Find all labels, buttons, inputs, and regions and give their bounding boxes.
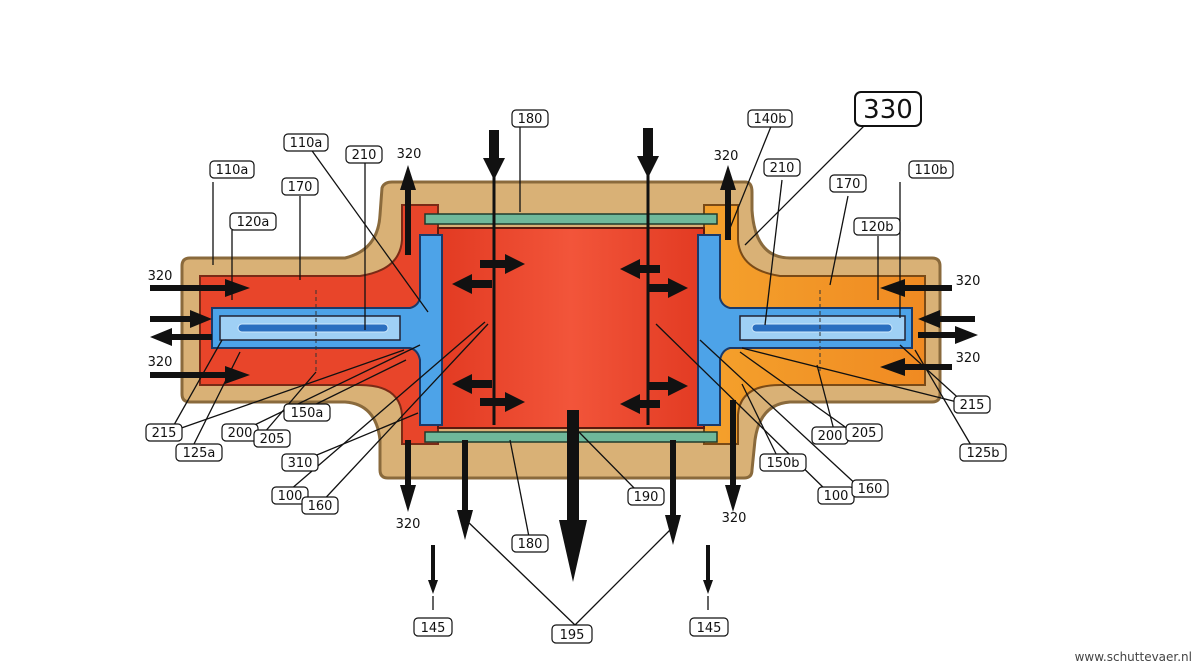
arrow-145-left [428, 545, 438, 594]
label-310: 310 [288, 456, 313, 471]
label-195: 195 [560, 628, 585, 643]
label-320-left2: 320 [148, 355, 173, 370]
inner-arrow-8 [620, 394, 660, 414]
left-inlet-arrow-bottom [150, 366, 250, 384]
leader-lines [169, 119, 976, 626]
label-210-left: 210 [352, 148, 377, 163]
label-170-left: 170 [288, 180, 313, 195]
label-180-bottom: 180 [518, 537, 543, 552]
right-inlet-arrow-bottom [880, 358, 952, 376]
outlet-arrow-320-right [725, 400, 741, 512]
right-tube-core [751, 323, 893, 333]
label-160-left: 160 [308, 499, 333, 514]
left-inlet-arrow-top [150, 279, 250, 297]
label-320-topright: 320 [714, 149, 739, 164]
label-320-topleft: 320 [397, 147, 422, 162]
inner-arrow-7 [648, 376, 688, 396]
label-215-left: 215 [152, 426, 177, 441]
up-arrow-320-right [720, 165, 736, 240]
outlet-arrow-center [559, 410, 587, 582]
inlet-arrow-right [637, 128, 659, 178]
label-100-left: 100 [278, 489, 303, 504]
left-inlet-arrow-mid [150, 310, 212, 328]
label-125a: 125a [183, 446, 216, 461]
label-125b: 125b [966, 446, 999, 461]
label-320-botleft: 320 [396, 517, 421, 532]
label-320-right2: 320 [956, 351, 981, 366]
label-210-right: 210 [770, 161, 795, 176]
up-arrow-320-left [400, 165, 416, 255]
inner-arrow-6 [648, 278, 688, 298]
top-plate [424, 213, 718, 225]
right-outlet-arrow-mid [918, 326, 978, 344]
outlet-arrow-320-left [400, 440, 416, 512]
right-inlet-arrow-mid [918, 310, 975, 328]
label-150b: 150b [766, 456, 799, 471]
label-110a-top: 110a [290, 136, 323, 151]
label-120b: 120b [860, 220, 893, 235]
label-145-right: 145 [697, 621, 722, 636]
callout-330-box [854, 91, 922, 127]
label-320-botright: 320 [722, 511, 747, 526]
inlet-arrow-left [483, 130, 505, 180]
inner-arrow-4 [480, 392, 525, 412]
label-140b: 140b [753, 112, 786, 127]
outlet-arrow-right [665, 440, 681, 545]
inner-arrow-3 [452, 374, 492, 394]
label-190: 190 [634, 490, 659, 505]
label-180-top: 180 [518, 112, 543, 127]
inner-arrow-2 [452, 274, 492, 294]
label-205-right: 205 [852, 426, 877, 441]
left-tube-core [237, 323, 389, 333]
outlet-arrow-left [457, 440, 473, 540]
label-120a: 120a [237, 215, 270, 230]
label-100-right: 100 [824, 489, 849, 504]
label-215-right: 215 [960, 398, 985, 413]
label-200-right: 200 [818, 429, 843, 444]
label-145-left: 145 [421, 621, 446, 636]
right-inlet-arrow-top [880, 279, 952, 297]
inner-arrow-1 [480, 254, 525, 274]
label-110b: 110b [914, 163, 947, 178]
label-boxes: 330 180 140b 110a 210 320 320 210 170 11… [145, 91, 1007, 644]
label-205-left: 205 [260, 432, 285, 447]
label-200-left: 200 [228, 426, 253, 441]
arrow-145-right [703, 545, 713, 594]
callout-330: 330 [863, 95, 913, 125]
label-150a: 150a [291, 406, 324, 421]
label-110a-left: 110a [216, 163, 249, 178]
left-outlet-arrow-mid [150, 328, 212, 346]
watermark-text: www.schuttevaer.nl [1074, 650, 1192, 664]
inner-arrow-5 [620, 259, 660, 279]
label-320-left1: 320 [148, 269, 173, 284]
label-170-right: 170 [836, 177, 861, 192]
label-320-right1: 320 [956, 274, 981, 289]
arrows [150, 128, 978, 594]
label-160-right: 160 [858, 482, 883, 497]
